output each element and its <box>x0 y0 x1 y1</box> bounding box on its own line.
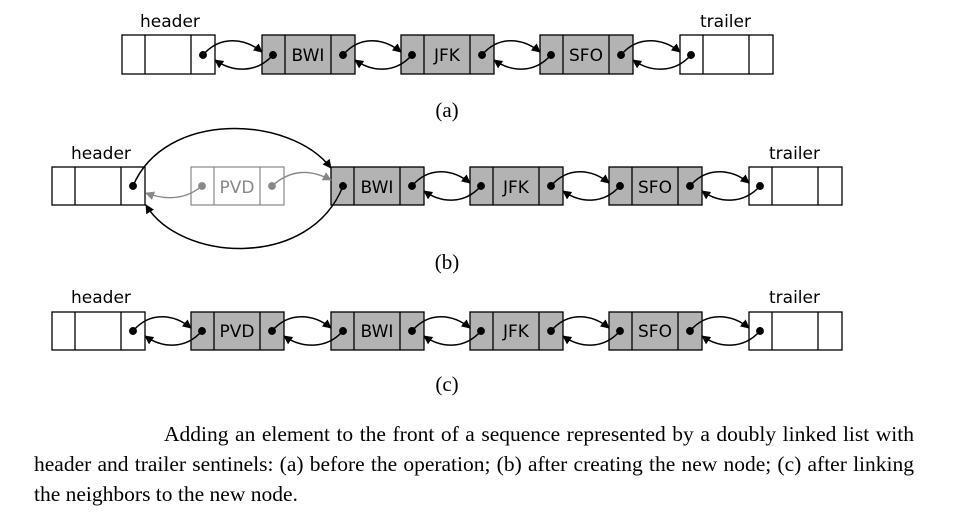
links-b <box>408 171 764 201</box>
node-label: PVD <box>220 322 255 342</box>
node-label: JFK <box>433 46 461 66</box>
trailer-sentinel-c <box>748 311 843 351</box>
node-label: JFK <box>502 322 530 342</box>
links-a <box>199 40 695 70</box>
trailer-label-a: trailer <box>700 12 751 32</box>
node-label: BWI <box>361 178 394 198</box>
links-b-ghost <box>145 171 332 201</box>
trailer-label-c: trailer <box>769 288 820 308</box>
node-label: BWI <box>292 46 325 66</box>
links-c <box>129 316 764 346</box>
header-label-b: header <box>71 144 131 164</box>
subfigure-caption-a: (a) <box>435 98 458 122</box>
figure-caption: Adding an element to the front of a sequ… <box>34 422 914 506</box>
subfigure-caption-b: (b) <box>435 250 460 274</box>
node-label: BWI <box>361 322 394 342</box>
row-a: header trailer BWI JFK SFO <box>121 12 774 122</box>
header-label-c: header <box>71 288 131 308</box>
subfigure-caption-c: (c) <box>435 372 458 396</box>
node-label: SFO <box>638 178 672 198</box>
list-node-a-bwi: BWI <box>261 34 356 75</box>
trailer-sentinel-b <box>748 166 843 206</box>
list-node-a-sfo: SFO <box>539 34 634 75</box>
trailer-label-b: trailer <box>769 144 820 164</box>
trailer-sentinel-a <box>679 34 774 75</box>
node-label: PVD <box>220 178 255 198</box>
header-label-a: header <box>140 12 200 32</box>
node-label: SFO <box>569 46 603 66</box>
row-c: header trailer PVD BWI JFK <box>51 288 843 396</box>
node-label: SFO <box>638 322 672 342</box>
links-b-long <box>129 127 347 250</box>
node-label: JFK <box>502 178 530 198</box>
list-node-c-bwi: BWI <box>330 311 425 351</box>
row-b: header trailer PVD BWI JF <box>51 127 843 274</box>
